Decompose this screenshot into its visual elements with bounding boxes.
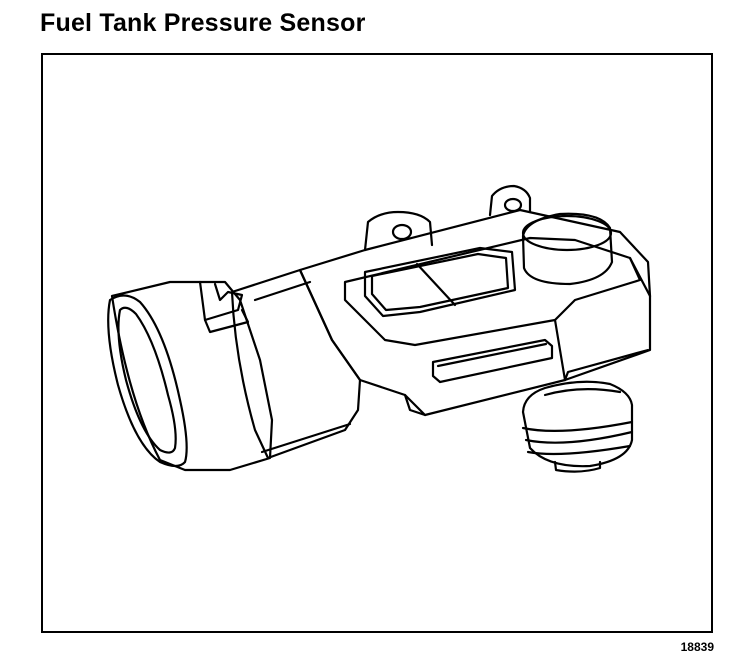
side-slot (431, 338, 554, 384)
illustration-frame (41, 53, 713, 633)
threaded-port (521, 380, 634, 473)
connector-collar (230, 268, 362, 460)
diagram-title: Fuel Tank Pressure Sensor (40, 9, 366, 37)
pressure-port-cap (521, 212, 614, 286)
mounting-tab-left (363, 210, 434, 252)
sensor-window (363, 246, 517, 318)
sensor-body (298, 208, 652, 417)
electrical-connector (107, 280, 274, 472)
figure-number: 18839 (680, 640, 714, 654)
